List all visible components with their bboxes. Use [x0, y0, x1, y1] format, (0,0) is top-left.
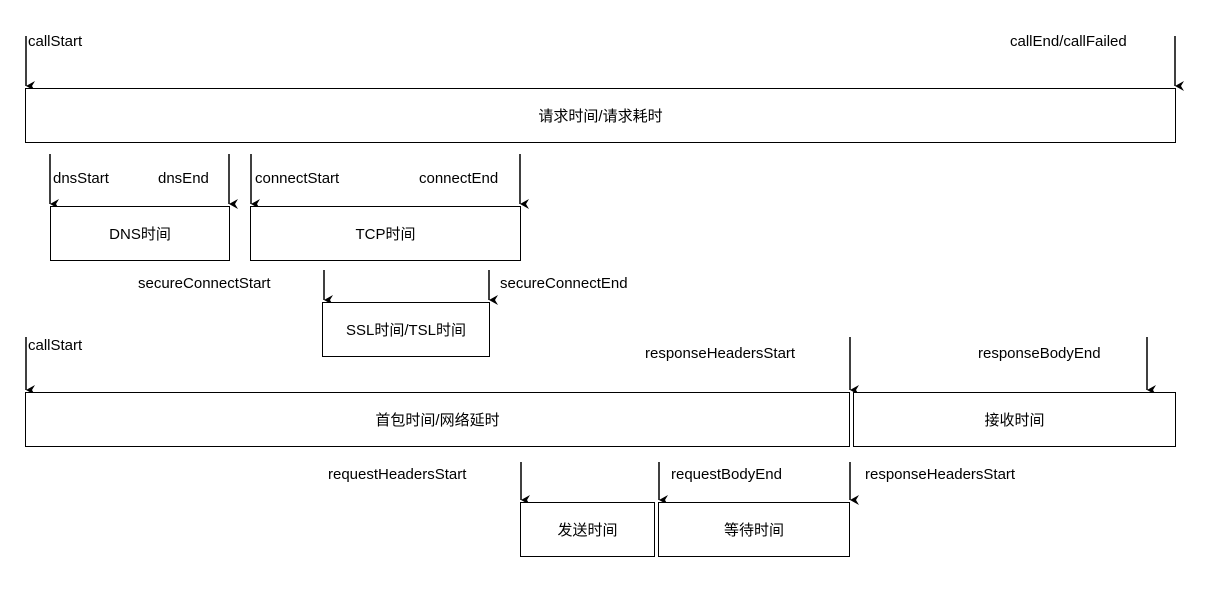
tcp-time-box: TCP时间: [250, 206, 521, 261]
ssl-time-box: SSL时间/TSL时间: [322, 302, 490, 357]
dns-time-box: DNS时间: [50, 206, 230, 261]
requestheadersstart-label: requestHeadersStart: [328, 466, 467, 483]
dnsend-label: dnsEnd: [158, 170, 209, 187]
responsebodyend-label: responseBodyEnd: [978, 345, 1101, 362]
secureconnectend-label: secureConnectEnd: [500, 275, 628, 292]
callstart-label: callStart: [28, 33, 83, 50]
dnsstart-label: dnsStart: [53, 170, 109, 187]
responseheadersstart-label: responseHeadersStart: [645, 345, 796, 362]
responseheadersstart-2-label: responseHeadersStart: [865, 466, 1016, 483]
wait-time-box: 等待时间: [658, 502, 850, 557]
receive-time-box: 接收时间: [853, 392, 1176, 447]
send-time-box: 发送时间: [520, 502, 655, 557]
request-time-bar: 请求时间/请求耗时: [25, 88, 1176, 143]
connectstart-label: connectStart: [255, 170, 340, 187]
first-packet-time-bar: 首包时间/网络延时: [25, 392, 850, 447]
connectend-label: connectEnd: [419, 170, 499, 187]
callstart-2-label: callStart: [28, 337, 83, 354]
secureconnectstart-label: secureConnectStart: [138, 275, 271, 292]
callend-label: callEnd/callFailed: [1010, 33, 1127, 50]
requestbodyend-label: requestBodyEnd: [671, 466, 782, 483]
